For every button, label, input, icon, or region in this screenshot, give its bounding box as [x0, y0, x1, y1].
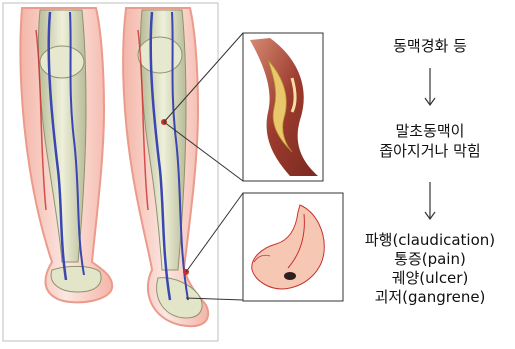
outcome-claudication: 파행(claudication)	[345, 230, 515, 250]
artery-inset	[243, 33, 323, 181]
outcome-ulcer: 궤양(ulcer)	[345, 268, 515, 288]
pathophysiology-flow: 동맥경화 등 말초동맥이 좁아지거나 막힘 파행(claudication) 통…	[345, 0, 515, 345]
outcome-pain: 통증(pain)	[345, 249, 515, 269]
down-arrow-icon	[420, 66, 440, 108]
foot-ulcer-inset	[243, 193, 343, 301]
flow-step-narrowing-line2: 좁아지거나 막힘	[345, 141, 515, 161]
ulcer-mark	[284, 272, 296, 280]
down-arrow-icon	[420, 180, 440, 222]
flow-step-narrowing-line1: 말초동맥이	[345, 121, 515, 141]
outcome-gangrene: 괴저(gangrene)	[345, 287, 515, 307]
flow-step-cause: 동맥경화 등	[345, 36, 515, 56]
